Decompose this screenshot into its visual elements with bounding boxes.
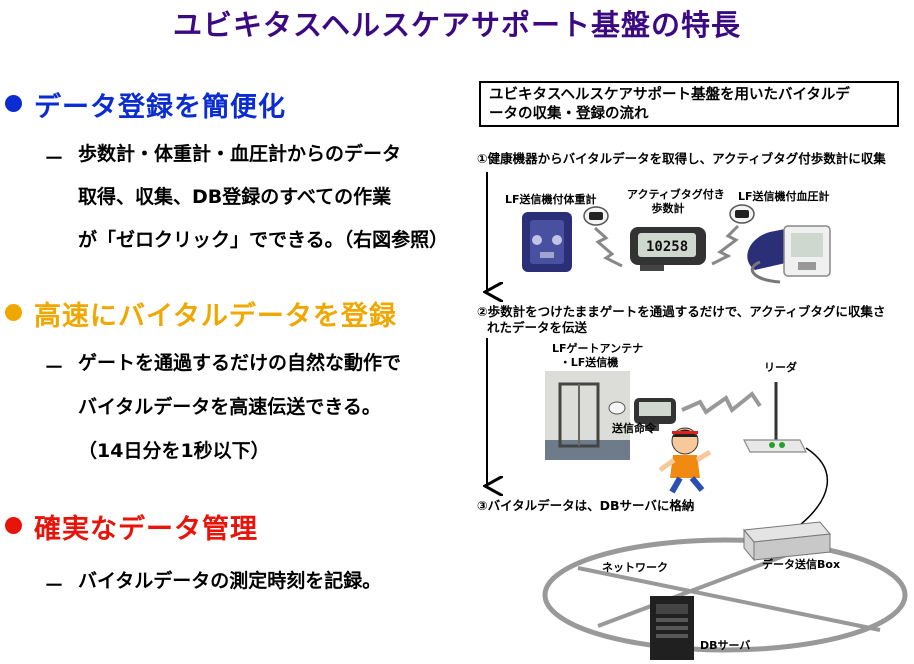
lf-transmitter-icon [583,206,609,226]
label-gate: LFゲートアンテナ ・LF送信機 [552,342,644,370]
section-heading-fast-registration: 高速にバイタルデータを登録 [34,301,397,332]
lf-transmitter-icon [729,204,755,224]
pedometer-icon [630,227,706,271]
section-line: 歩数計・体重計・血圧計からのデータ [78,143,402,165]
walking-person-icon [658,427,712,494]
section-line: バイタルデータの測定時刻を記録。 [78,570,382,592]
label-scale: LF送信機付体重計 [505,193,597,206]
bullet-dot-red [5,517,22,534]
network-line [577,566,881,632]
label-line: 歩数計 [651,202,685,215]
pedometer-display: 10258 [646,239,688,255]
step-3-text: ③バイタルデータは、DBサーバに格納 [477,498,695,513]
signal-zigzag [593,226,623,268]
section-heading-reliable-management: 確実なデータ管理 [34,514,258,545]
section-line: ゲートを通過するだけの自然な動作で [78,352,402,374]
reader-icon [743,382,807,453]
gate-photo [545,371,630,460]
label-line: ・LF送信機 [559,356,619,369]
section-line: （14日分を1秒以下） [78,440,270,462]
pedometer-icon [634,398,676,431]
dash-marker: － [44,573,64,597]
label-pedometer: アクティブタグ付き 歩数計 [627,188,725,216]
diagram-title-line: ユビキタスヘルスケアサポート基盤を用いたバイタルデ [489,87,850,103]
network-ring [542,537,908,653]
network-line [597,546,806,628]
dash-marker: － [44,146,64,170]
section-line: 取得、収集、DB登録のすべての作業 [78,186,392,208]
label-bp-monitor: LF送信機付血圧計 [738,190,830,203]
step-2-text-line2: れたデータを伝送 [487,320,588,335]
signal-zigzag [711,224,740,266]
label-line: アクティブタグ付き [627,188,725,201]
data-send-box-icon [743,521,831,562]
db-server-icon [650,596,694,660]
label-db-server: DBサーバ [700,639,751,652]
label-data-box: データ送信Box [762,558,841,571]
blood-pressure-monitor-icon [747,225,831,284]
page-title: ユビキタスヘルスケアサポート基盤の特長 [173,8,741,42]
scale-icon [522,212,572,272]
section-line: が「ゼロクリック」でできる。（右図参照） [78,229,449,251]
step-2-text-line1: ②歩数計をつけたままゲートを通過するだけで、アクティブタグに収集さ [477,304,886,319]
bullet-dot-orange [5,304,22,321]
bullet-dot-blue [5,95,22,112]
step-1-text: ①健康機器からバイタルデータを取得し、アクティブタグ付歩数計に収集 [477,151,886,166]
label-command: 送信命令 [612,422,656,435]
diagram-title-line: ータの収集・登録の流れ [489,106,649,122]
label-network: ネットワーク [602,561,668,574]
dash-marker: － [44,355,64,379]
lf-transmitter-icon [608,401,626,415]
section-heading-easy-registration: データ登録を簡便化 [34,92,286,123]
label-line: LFゲートアンテナ [552,342,644,355]
section-line: バイタルデータを高速伝送できる。 [78,396,381,418]
diagram-title-box: ユビキタスヘルスケアサポート基盤を用いたバイタルデ ータの収集・登録の流れ [479,81,899,127]
wireless-signal [681,391,762,415]
cable-line [799,447,829,526]
label-reader: リーダ [764,361,797,374]
